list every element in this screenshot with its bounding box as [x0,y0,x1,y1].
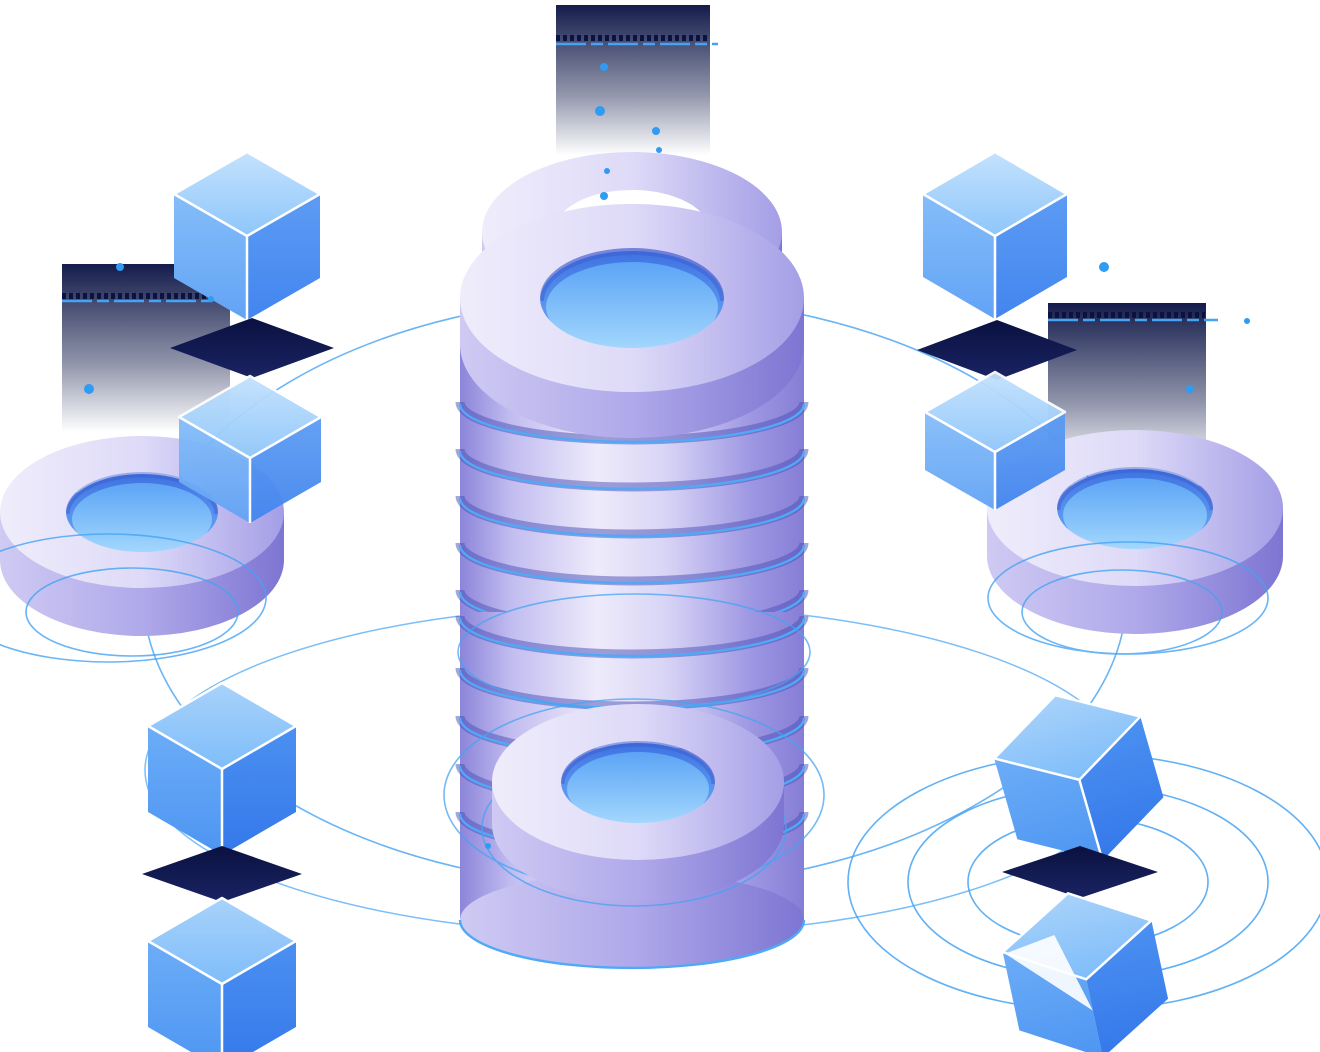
left-ring-node [0,436,284,663]
top-torus-hole-surface [546,262,718,352]
left-bottom-cube [146,681,298,855]
cube-right-face [222,941,296,1052]
left-ring-orbit-inner [25,567,239,657]
dot [604,168,610,174]
cube-front-seam [1078,779,1104,861]
central-database-stack [443,152,825,970]
left-bottom-cube-2 [146,896,298,1052]
cube-right-face [995,412,1065,510]
dot [84,384,94,394]
dot [595,106,605,116]
left-top-cube [172,150,322,320]
cube-left-face [923,194,995,319]
right-top-cube [921,150,1069,319]
dot [208,296,214,302]
cube-right-face [995,194,1067,319]
left-ring-orbits [0,533,267,663]
cube-right-face [1079,716,1164,861]
dot [116,263,124,271]
cube-left-face [994,758,1103,861]
right-mid-cube [923,370,1067,510]
right-bottom-cube-2 [1001,892,1169,1052]
right-top-diamond [917,320,1077,380]
left-ring-orbit-outer [0,533,267,663]
bottom-torus-top-surface [492,704,784,860]
dot [1099,262,1109,272]
stack-bottom-cap [460,872,804,968]
top-torus-rim-shadow [536,247,728,302]
dot [1244,318,1250,324]
cube-right-face [250,417,321,523]
dot [600,63,608,71]
left-top-diamond [170,318,334,378]
upper-cylinder-ribs [455,401,809,633]
cube-left-face [179,417,250,523]
bottom-torus-rim-shadow [557,739,719,785]
bottom-torus-hole-surface [567,752,709,826]
top-database-torus [459,203,804,438]
dot [485,843,491,849]
top-torus-top-surface [459,203,804,393]
left-mid-cube [177,374,323,523]
stack-bottom-glow [458,919,806,970]
cube-left-face [925,412,995,510]
right-bottom-cube [992,693,1164,861]
floating-dots [84,63,1250,849]
right-ring-orbits [987,541,1269,655]
right-ring-inner-rim-shadow [1053,465,1217,511]
left-bottom-diamond [142,846,302,902]
top-panel-body [556,5,710,155]
right-ring-orbit-inner [1021,569,1223,655]
cube-white-notch [1005,935,1093,1011]
right-ring-hole-surface [1063,478,1207,552]
bottom-database-torus [492,704,784,902]
left-ring-hole-surface [72,483,212,555]
cube-left-face [1002,952,1103,1052]
cube-left-face [148,941,222,1052]
dot [656,147,662,153]
dot [1186,385,1194,393]
dot [652,127,660,135]
top-data-panel [556,5,718,155]
right-bottom-diamond [1002,846,1158,898]
cube-right-face [1086,920,1169,1052]
dot [600,192,608,200]
